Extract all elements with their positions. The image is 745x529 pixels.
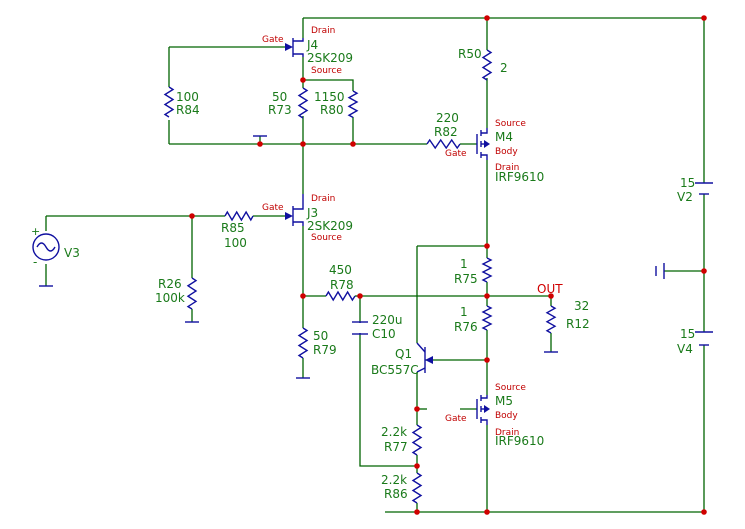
jfet-j4: Gate Drain Source J4 2SK209 xyxy=(262,26,353,76)
junctions xyxy=(189,15,707,515)
svg-text:220: 220 xyxy=(436,111,459,125)
svg-text:M4: M4 xyxy=(495,130,513,144)
battery-v2: 15 V2 xyxy=(677,176,713,204)
svg-text:V3: V3 xyxy=(64,246,80,260)
resistor-r79: 50 R79 xyxy=(297,327,337,359)
svg-text:100: 100 xyxy=(176,90,199,104)
svg-text:IRF9610: IRF9610 xyxy=(495,170,544,184)
svg-text:2: 2 xyxy=(500,61,508,75)
svg-text:32: 32 xyxy=(574,299,589,313)
svg-text:2SK209: 2SK209 xyxy=(307,219,353,233)
resistor-r73: 50 R73 xyxy=(268,87,309,119)
svg-text:-: - xyxy=(33,255,37,269)
svg-text:R82: R82 xyxy=(434,125,458,139)
svg-text:R26: R26 xyxy=(158,277,182,291)
svg-text:450: 450 xyxy=(329,263,352,277)
svg-text:Drain: Drain xyxy=(495,428,519,438)
svg-text:R50: R50 xyxy=(458,47,482,61)
mosfet-m4: Gate Source Body Drain M4 IRF9610 xyxy=(445,119,544,184)
svg-text:1: 1 xyxy=(460,257,468,271)
svg-text:+: + xyxy=(31,225,40,238)
svg-text:Drain: Drain xyxy=(495,163,519,173)
svg-text:Gate: Gate xyxy=(262,35,284,45)
resistor-r77: 2.2k R77 xyxy=(381,424,423,456)
resistor-r84: 100 R84 xyxy=(163,86,200,118)
out-net-label: OUT xyxy=(537,282,563,296)
svg-text:V4: V4 xyxy=(677,342,693,356)
svg-text:100k: 100k xyxy=(155,291,185,305)
svg-text:2.2k: 2.2k xyxy=(381,425,407,439)
svg-text:15: 15 xyxy=(680,176,695,190)
svg-text:R80: R80 xyxy=(320,103,344,117)
svg-text:R79: R79 xyxy=(313,343,337,357)
svg-text:Q1: Q1 xyxy=(395,347,412,361)
resistor-r78: 450 R78 xyxy=(325,263,356,302)
svg-text:Gate: Gate xyxy=(445,149,467,159)
ground-midpoint-symbol xyxy=(655,263,665,279)
resistor-r50: R50 2 xyxy=(458,47,508,81)
ac-source-v3: + - V3 xyxy=(31,225,80,269)
svg-text:220u: 220u xyxy=(372,313,403,327)
svg-text:15: 15 xyxy=(680,327,695,341)
battery-v4: 15 V4 xyxy=(677,327,713,356)
svg-text:V2: V2 xyxy=(677,190,693,204)
svg-text:R85: R85 xyxy=(221,221,245,235)
resistor-r80: 1150 R80 xyxy=(314,90,359,119)
svg-text:2SK209: 2SK209 xyxy=(307,51,353,65)
svg-text:R77: R77 xyxy=(384,440,408,454)
svg-text:R84: R84 xyxy=(176,103,200,117)
svg-text:J4: J4 xyxy=(306,38,318,52)
svg-text:Source: Source xyxy=(495,383,526,393)
svg-text:IRF9610: IRF9610 xyxy=(495,434,544,448)
resistor-r26: R26 100k xyxy=(155,277,198,310)
svg-text:BC557C: BC557C xyxy=(371,363,419,377)
svg-text:Drain: Drain xyxy=(311,194,335,204)
svg-text:Source: Source xyxy=(311,66,342,76)
svg-text:50: 50 xyxy=(313,329,328,343)
ground-symbols xyxy=(39,135,558,379)
svg-text:1150: 1150 xyxy=(314,90,345,104)
svg-text:Drain: Drain xyxy=(311,26,335,36)
jfet-j3: Gate Drain Source J3 2SK209 xyxy=(262,194,353,243)
svg-text:R86: R86 xyxy=(384,487,408,501)
svg-text:Source: Source xyxy=(495,119,526,129)
svg-text:Gate: Gate xyxy=(262,203,284,213)
bjt-q1: Q1 BC557C xyxy=(371,342,433,377)
mosfet-m5: Gate Source Body Drain M5 IRF9610 xyxy=(445,383,544,448)
svg-text:R75: R75 xyxy=(454,272,478,286)
resistor-r75: 1 R75 xyxy=(454,257,493,286)
svg-text:50: 50 xyxy=(272,90,287,104)
svg-text:R78: R78 xyxy=(330,278,354,292)
svg-text:2.2k: 2.2k xyxy=(381,473,407,487)
resistor-r76: 1 R76 xyxy=(454,305,493,334)
svg-text:Source: Source xyxy=(311,233,342,243)
svg-text:Body: Body xyxy=(495,411,518,421)
resistor-r85: R85 100 xyxy=(221,210,254,250)
svg-text:100: 100 xyxy=(224,236,247,250)
svg-text:R73: R73 xyxy=(268,103,292,117)
resistor-r86: 2.2k R86 xyxy=(381,472,423,504)
svg-text:J3: J3 xyxy=(306,206,318,220)
resistor-r82: 220 R82 xyxy=(426,111,461,150)
svg-text:C10: C10 xyxy=(372,327,396,341)
svg-text:R12: R12 xyxy=(566,317,590,331)
svg-text:R76: R76 xyxy=(454,320,478,334)
wires xyxy=(45,17,705,513)
capacitor-c10: 220u C10 xyxy=(352,313,403,341)
svg-text:Body: Body xyxy=(495,147,518,157)
svg-text:1: 1 xyxy=(460,305,468,319)
svg-text:Gate: Gate xyxy=(445,414,467,424)
svg-text:M5: M5 xyxy=(495,394,513,408)
resistor-r12: 32 R12 xyxy=(545,299,590,334)
